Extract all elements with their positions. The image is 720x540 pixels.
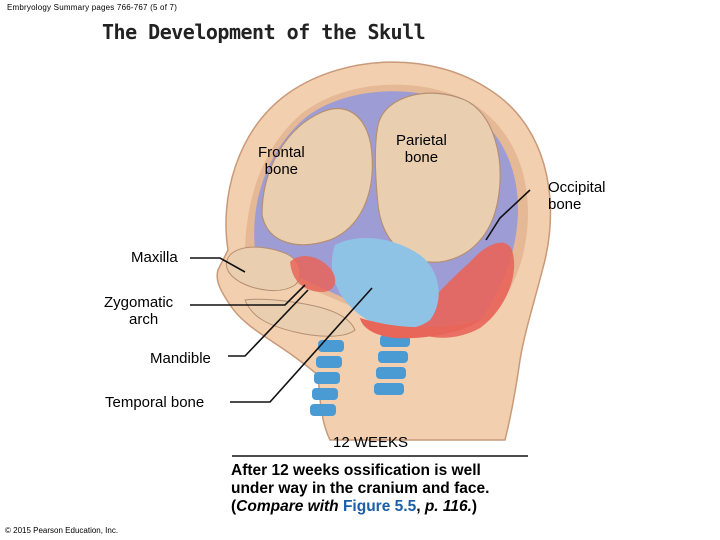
caption-open-paren: ( <box>231 498 237 515</box>
label-zygomatic-arch: Zygomatic arch <box>104 294 174 328</box>
caption-line-2: under way in the cranium and face. <box>231 480 490 497</box>
maxilla-shape <box>225 246 301 292</box>
caption-comma: , <box>416 498 425 515</box>
label-mandible: Mandible <box>150 350 211 367</box>
temporal-region <box>331 237 439 330</box>
label-parietal-bone: Parietal bone <box>396 132 447 166</box>
label-frontal-bone: Frontal bone <box>258 144 305 178</box>
frontal-bone-shape <box>261 107 373 246</box>
label-maxilla: Maxilla <box>131 249 178 266</box>
leader-lines <box>190 189 531 403</box>
mandible-shape <box>244 298 356 337</box>
figure-reference-link[interactable]: Figure 5.5 <box>342 498 417 515</box>
figure-caption: After 12 weeks ossification is well unde… <box>231 462 489 516</box>
caption-line-3: (Compare with Figure 5.5, p. 116.) <box>231 498 489 516</box>
page-title: The Development of the Skull <box>102 20 426 44</box>
source-reference: Embryology Summary pages 766-767 (5 of 7… <box>7 3 178 12</box>
occipital-bone-shape <box>410 242 515 338</box>
label-occipital-bone: Occipital bone <box>548 179 606 213</box>
caption-compare-text: Compare with <box>236 498 343 515</box>
cervical-spine <box>310 335 410 416</box>
stage-label: 12 WEEKS <box>333 434 409 451</box>
caption-line-1: After 12 weeks ossification is well <box>231 462 481 479</box>
occipital-red-band <box>360 318 480 339</box>
label-temporal-bone: Temporal bone <box>105 394 205 411</box>
caption-page-ref: p. 116. <box>424 498 472 515</box>
copyright-notice: © 2015 Pearson Education, Inc. <box>5 526 119 535</box>
parietal-bone-shape <box>374 92 501 263</box>
caption-close-paren: ) <box>471 498 478 515</box>
zygomatic-shape <box>290 256 336 292</box>
